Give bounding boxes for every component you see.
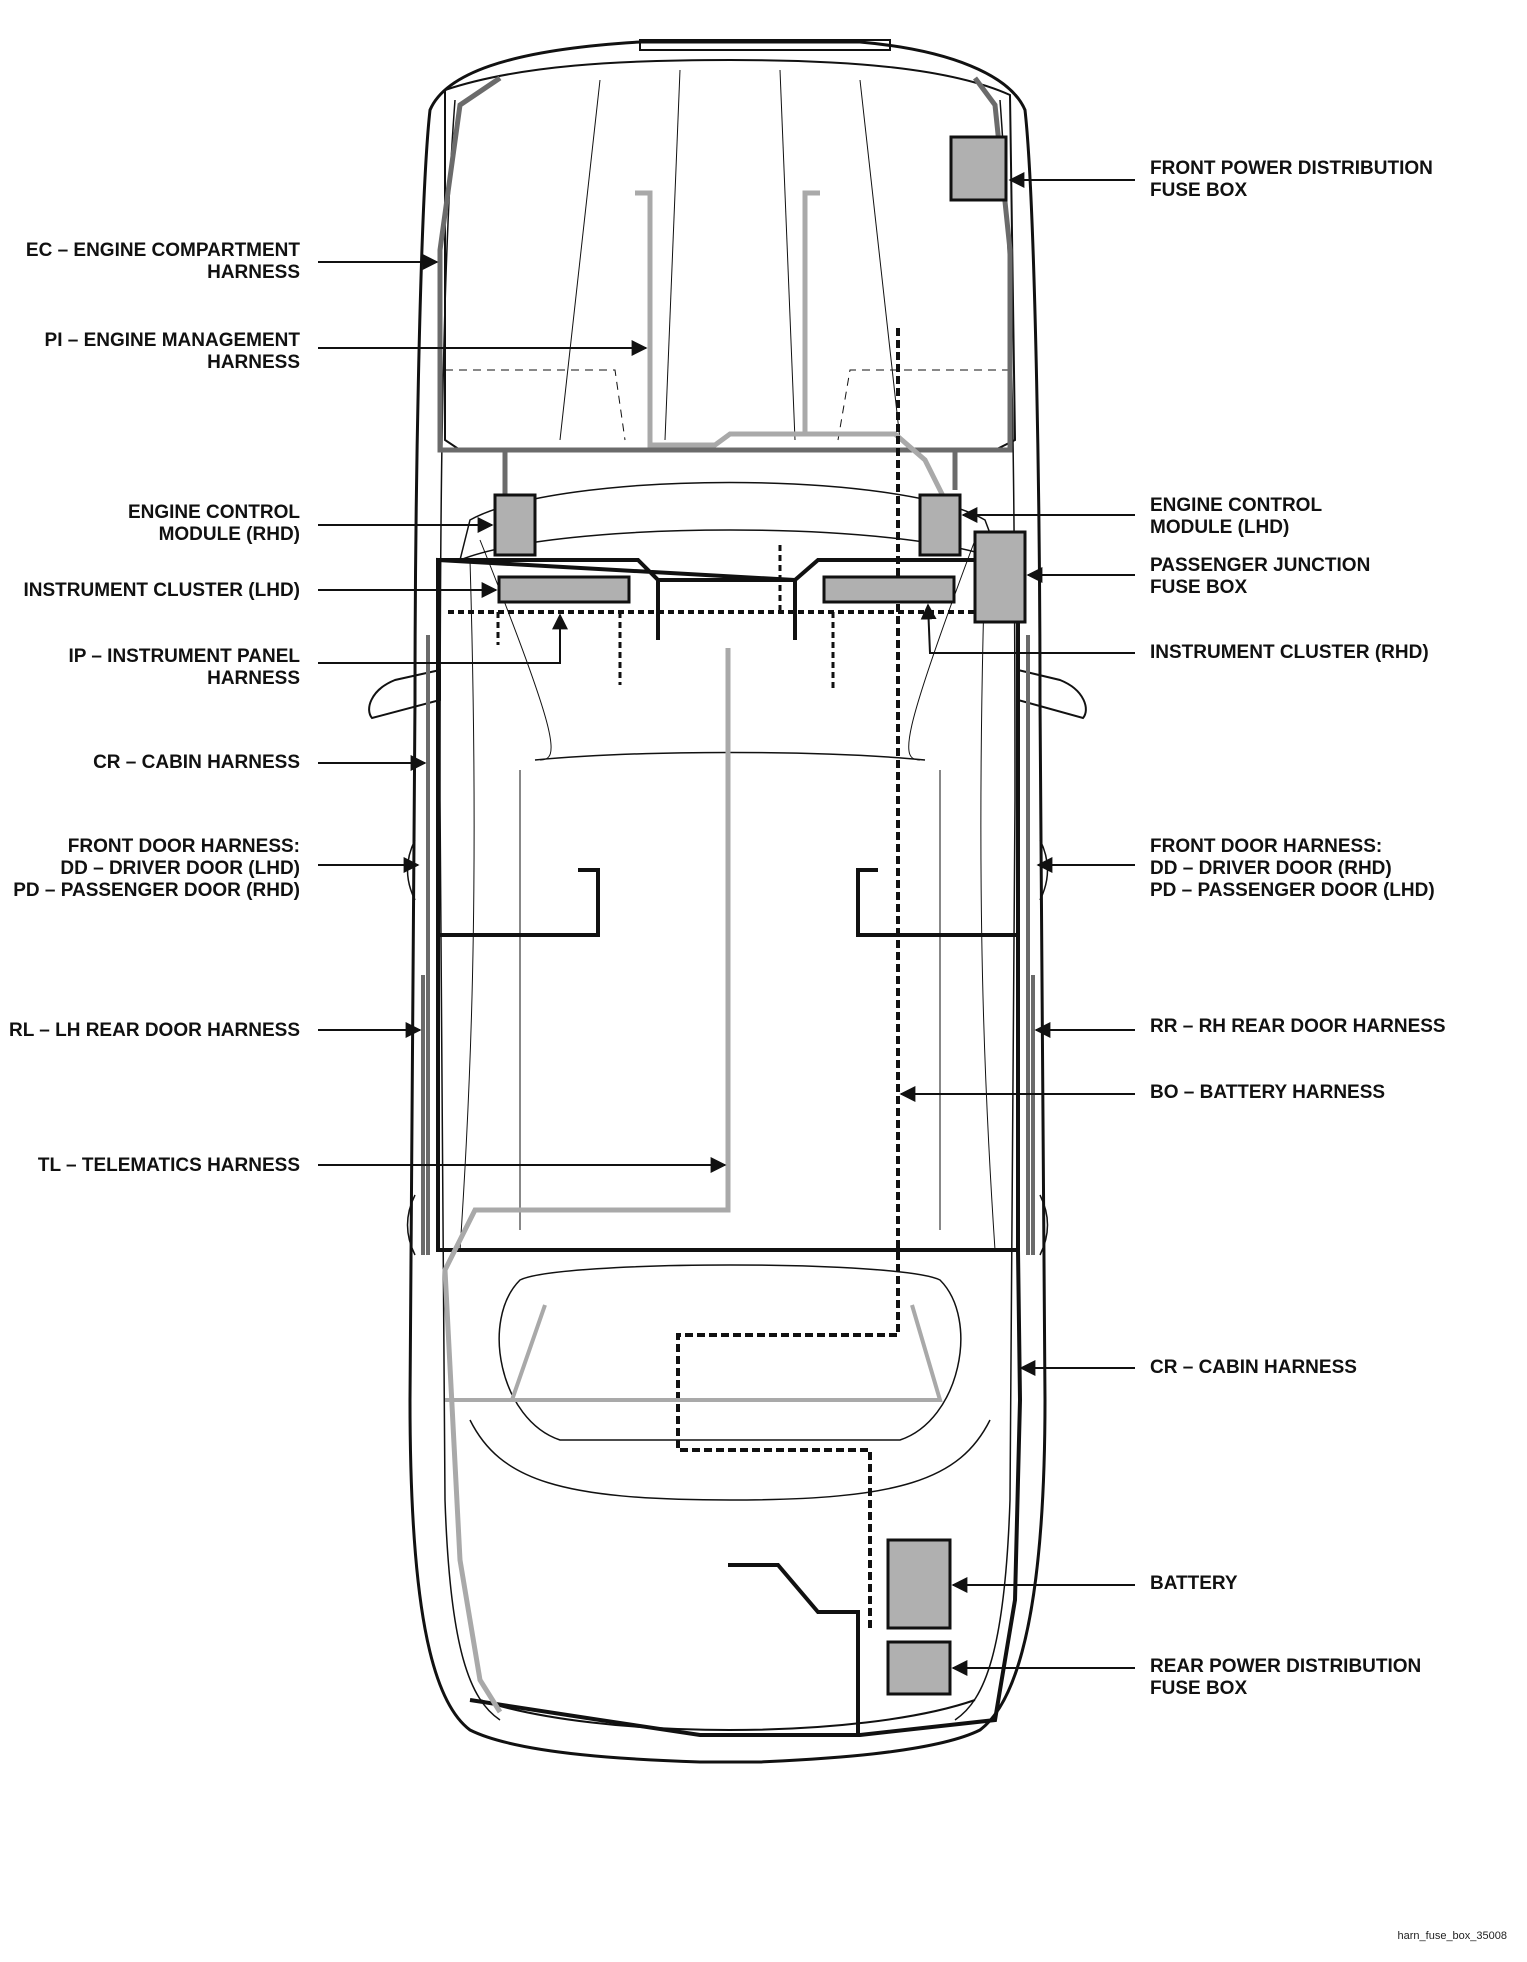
- rear-pdb-box: [886, 1640, 952, 1696]
- tl-harness: [442, 648, 731, 1714]
- label-rr: RR – RH REAR DOOR HARNESS: [1150, 1016, 1446, 1037]
- label-ic-rhd: INSTRUMENT CLUSTER (RHD): [1150, 642, 1429, 663]
- inner-body-left: [439, 99, 501, 1721]
- body-outline: [408, 40, 1047, 1764]
- tl-rear-branch: [445, 1304, 943, 1402]
- label-cr-rear: CR – CABIN HARNESS: [1150, 1357, 1357, 1378]
- rear-window: [498, 1264, 962, 1441]
- hood-line-4: [779, 69, 796, 441]
- cabin-left: [459, 559, 475, 1251]
- ec-harness: [437, 75, 1013, 500]
- arrow-ip: [318, 613, 568, 664]
- hood-outline: [444, 58, 1017, 451]
- document-id: harn_fuse_box_35008: [1397, 1930, 1507, 1942]
- ecm-rhd-box: [493, 493, 537, 557]
- leader-lines: [318, 172, 1135, 1676]
- harnesses: [421, 75, 1035, 1737]
- label-cr-front: CR – CABIN HARNESS: [93, 752, 300, 773]
- ecm-lhd-box: [918, 493, 962, 557]
- cr-door-right: [856, 868, 1018, 937]
- cr-door-left: [438, 868, 600, 937]
- left-mirror: [368, 668, 441, 720]
- trunk-lid: [479, 1699, 976, 1731]
- cr-rear-harness: [469, 1249, 1023, 1737]
- label-bo: BO – BATTERY HARNESS: [1150, 1082, 1386, 1103]
- inner-body-right: [954, 99, 1016, 1721]
- hood-dashed: [445, 369, 1010, 441]
- battery-box: [886, 1538, 952, 1630]
- hood-line-2: [859, 79, 901, 441]
- label-front-door-left: FRONT DOOR HARNESS:DD – DRIVER DOOR (LHD…: [13, 836, 300, 901]
- label-ic-lhd: INSTRUMENT CLUSTER (LHD): [23, 580, 300, 601]
- passenger-jfb-box: [973, 530, 1027, 624]
- cabin-right: [980, 559, 996, 1251]
- ic-lhd-box: [497, 575, 631, 604]
- front-bumper: [639, 39, 891, 51]
- bo-harness: [676, 328, 900, 1630]
- hood-line-1: [559, 79, 601, 441]
- label-rl: RL – LH REAR DOOR HARNESS: [8, 1020, 300, 1041]
- right-mirror: [1017, 668, 1087, 720]
- components: [493, 135, 1027, 1696]
- ic-rhd-box: [822, 575, 956, 604]
- label-front-door-right: FRONT DOOR HARNESS:DD – DRIVER DOOR (RHD…: [1150, 836, 1435, 901]
- label-tl: TL – TELEMATICS HARNESS: [37, 1155, 300, 1176]
- arrow-ic-rhd: [920, 603, 1135, 654]
- trunk-outline: [469, 1419, 991, 1501]
- cr-trunk: [728, 1563, 860, 1735]
- front-pdb-box: [949, 135, 1008, 202]
- hood-line-3: [664, 69, 681, 441]
- pi-harness: [635, 190, 948, 502]
- label-battery: BATTERY: [1150, 1573, 1238, 1594]
